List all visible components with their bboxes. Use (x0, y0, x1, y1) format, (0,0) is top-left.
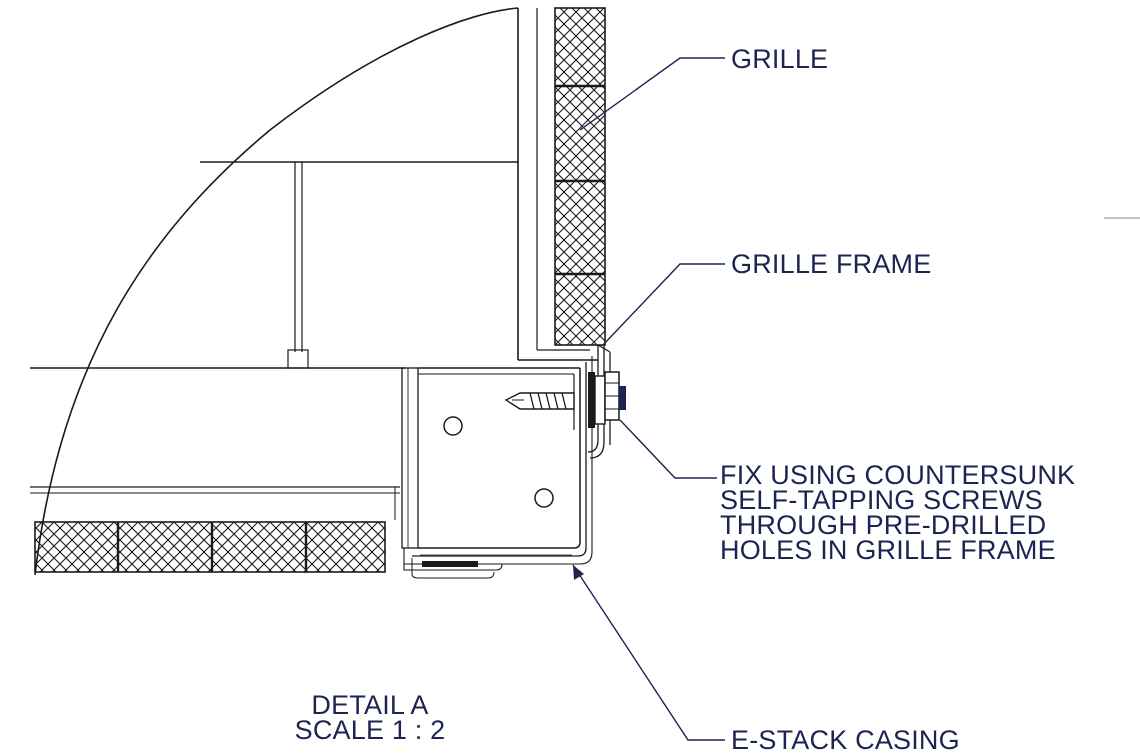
fix-line-3: THROUGH PRE-DRILLED (720, 510, 1047, 540)
label-grille: GRILLE (731, 44, 829, 74)
horizontal-grille (34, 521, 386, 573)
lower-panel (30, 367, 405, 520)
leader-grille-frame (602, 263, 725, 346)
label-grille-frame: GRILLE FRAME (731, 249, 932, 279)
leader-casing (572, 564, 725, 741)
leader-grille (579, 57, 725, 131)
label-casing: E-STACK CASING (731, 725, 960, 755)
vertical-wall (517, 8, 598, 361)
fix-line-2: SELF-TAPPING SCREWS (720, 485, 1043, 515)
fix-line-4: HOLES IN GRILLE FRAME (720, 535, 1056, 565)
leader-arrowhead (573, 565, 584, 580)
detail-boundary-arc (34, 7, 519, 576)
fix-line-1: FIX USING COUNTERSUNK (720, 460, 1076, 490)
leader-lines (572, 57, 725, 741)
leader-fix (619, 419, 717, 479)
screw (504, 371, 626, 428)
upper-panel (200, 161, 518, 369)
detail-title: DETAIL A (311, 690, 429, 720)
casing-bracket (401, 356, 593, 579)
vertical-grille (554, 7, 606, 346)
detail-scale: SCALE 1 : 2 (294, 715, 446, 745)
detail-caption: DETAIL A SCALE 1 : 2 (250, 690, 490, 745)
label-fix-instructions: FIX USING COUNTERSUNK SELF-TAPPING SCREW… (720, 460, 1076, 565)
